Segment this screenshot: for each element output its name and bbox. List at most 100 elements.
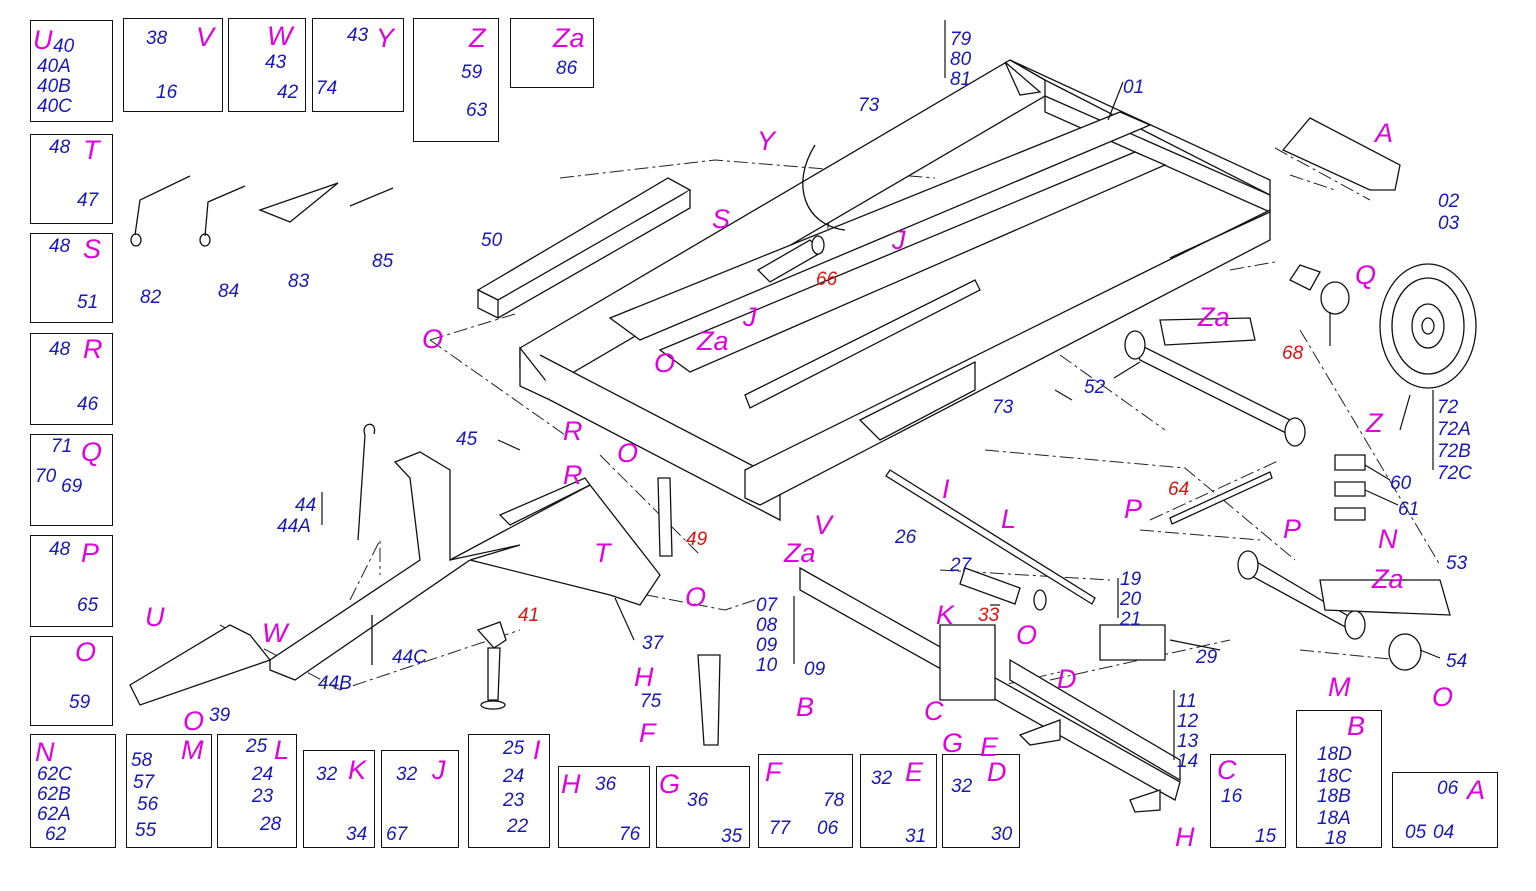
part-number-71: 71 (51, 436, 73, 457)
part-number-79: 79 (950, 29, 972, 50)
callout-letter-s: S (83, 234, 102, 264)
part-number-44b: 44B (318, 673, 352, 694)
callout-letter-h: H (1175, 822, 1195, 852)
part-number-55: 55 (135, 820, 157, 841)
part-number-63: 63 (466, 100, 488, 121)
part-number-51: 51 (77, 292, 99, 313)
part-number-32: 32 (871, 768, 893, 789)
callout-letter-v: V (814, 510, 833, 540)
part-number-69: 69 (61, 476, 83, 497)
callout-letter-s: S (712, 204, 731, 234)
callout-letter-o: O (75, 637, 97, 667)
callout-letter-d: D (987, 757, 1007, 787)
callout-letter-z: Z (469, 23, 486, 53)
part-number-65: 65 (77, 595, 99, 616)
callout-letter-u: U (33, 25, 53, 55)
callout-letter-y: Y (376, 23, 395, 53)
callout-letter-e: E (980, 732, 999, 762)
part-number-62c: 62C (37, 764, 72, 785)
upper-beam-50 (476, 177, 692, 320)
part-number-83: 83 (288, 271, 310, 292)
part-number-18d: 18D (1317, 744, 1352, 765)
part-number-18: 18 (1325, 828, 1347, 849)
part-number-59: 59 (69, 692, 91, 713)
part-number-78: 78 (823, 790, 845, 811)
callout-letter-a: A (1467, 775, 1486, 805)
callout-letter-j: J (432, 755, 446, 785)
callout-letter-l: L (1001, 504, 1017, 534)
part-number-53: 53 (1446, 553, 1468, 574)
callout-letter-j: J (892, 225, 906, 255)
part-number-82: 82 (140, 287, 162, 308)
callout-letter-a: A (1375, 118, 1394, 148)
part-number-12: 12 (1177, 711, 1199, 732)
part-number-34: 34 (346, 824, 368, 845)
part-number-03: 03 (1438, 213, 1460, 234)
part-number-54: 54 (1446, 651, 1468, 672)
callout-letter-k: K (936, 600, 955, 630)
turnbuckle-49 (657, 477, 673, 557)
part-number-19: 19 (1120, 569, 1142, 590)
part-number-14: 14 (1177, 751, 1199, 772)
part-number-39: 39 (209, 705, 231, 726)
part-number-18b: 18B (1317, 786, 1351, 807)
part-number-18a: 18A (1317, 808, 1351, 829)
part-number-32: 32 (396, 764, 418, 785)
part-number-56: 56 (137, 794, 159, 815)
bar-l (885, 469, 1096, 605)
callout-letter-za: Za (1372, 564, 1404, 594)
callout-letter-za: Za (697, 326, 729, 356)
callout-letter-d: D (1057, 664, 1077, 694)
callout-letter-t: T (594, 538, 611, 568)
part-number-40a: 40A (37, 56, 71, 77)
callout-letter-v: V (196, 22, 215, 52)
part-number-81: 81 (950, 69, 972, 90)
callout-letter-f: F (639, 718, 656, 748)
callout-letter-m: M (181, 735, 204, 765)
part-number-38: 38 (146, 28, 168, 49)
part-number-23: 23 (503, 790, 525, 811)
callout-letter-c: C (1217, 755, 1237, 785)
jack-41 (476, 621, 507, 710)
part-number-68: 68 (1282, 343, 1304, 364)
callout-letter-n: N (1378, 524, 1398, 554)
part-number-66: 66 (816, 269, 838, 290)
part-number-73: 73 (858, 95, 880, 116)
part-number-61: 61 (1398, 499, 1420, 520)
leg-75 (697, 654, 721, 746)
callout-letter-w: W (267, 21, 293, 51)
part-number-62: 62 (45, 824, 67, 845)
part-number-32: 32 (316, 764, 338, 785)
callout-letter-za: Za (1198, 302, 1230, 332)
callout-letter-r: R (83, 334, 103, 364)
part-number-16: 16 (1221, 786, 1243, 807)
part-number-48: 48 (49, 236, 71, 257)
part-number-86: 86 (556, 58, 578, 79)
part-number-64: 64 (1168, 479, 1190, 500)
part-number-02: 02 (1438, 191, 1460, 212)
callout-letter-n: N (35, 737, 55, 767)
part-number-47: 47 (77, 190, 99, 211)
part-number-44c: 44C (392, 647, 427, 668)
part-number-30: 30 (991, 824, 1013, 845)
part-number-22: 22 (507, 816, 529, 837)
part-number-40c: 40C (37, 96, 72, 117)
part-number-72b: 72B (1437, 441, 1471, 462)
part-number-76: 76 (619, 824, 641, 845)
part-number-33: 33 (978, 605, 1000, 626)
hub-68 (1289, 264, 1350, 315)
part-number-57: 57 (133, 772, 155, 793)
callout-letter-o: O (654, 348, 676, 378)
detail-box-s: 48 S 51 (30, 233, 113, 323)
wheel-72 (1379, 263, 1477, 389)
part-number-01: 01 (1123, 77, 1145, 98)
